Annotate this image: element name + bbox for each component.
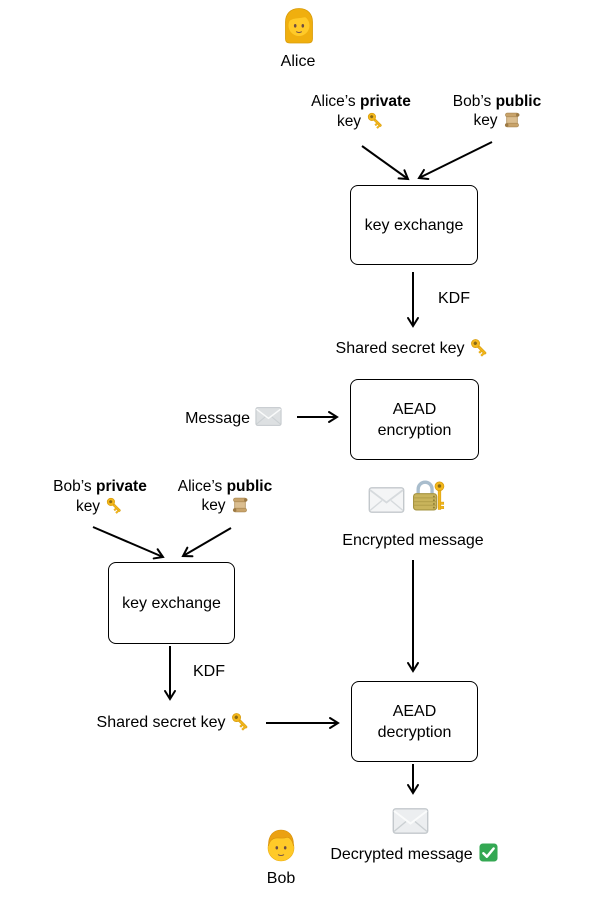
key-icon xyxy=(106,497,121,514)
kdf-top-label: KDF xyxy=(438,290,470,307)
woman-icon xyxy=(285,8,313,44)
key-owner: Alice’s xyxy=(177,478,223,495)
key-noun: key xyxy=(201,497,226,514)
message-label: Message xyxy=(160,407,282,429)
key-icon xyxy=(232,713,248,731)
arrow-bob-public-to-keyexchange xyxy=(417,141,493,180)
key-visibility: private xyxy=(95,478,147,495)
bob-name: Bob xyxy=(266,870,296,887)
key-icon xyxy=(471,339,487,357)
key-noun: key xyxy=(473,112,498,129)
scroll-icon xyxy=(232,497,248,513)
envelope-icon xyxy=(392,808,429,834)
key-exchange-bottom-label: key exchange xyxy=(122,594,221,612)
key-noun: key xyxy=(336,113,362,130)
shared-secret-top-label: Shared secret key xyxy=(313,337,513,359)
man-icon xyxy=(267,829,295,862)
key-exchange-top-box: key exchange xyxy=(350,185,478,265)
key-owner: Bob’s xyxy=(53,478,92,495)
kdf-bottom-label: KDF xyxy=(193,663,225,680)
key-noun: key xyxy=(75,498,101,515)
label-bob-public-key: Bob’s public key xyxy=(435,92,559,130)
key-exchange-top-label: key exchange xyxy=(364,216,464,234)
arrow-bob-private-to-keyexchange xyxy=(92,526,165,560)
arrow-alice-public-to-keyexchange xyxy=(181,527,232,558)
encrypted-message-label: Encrypted message xyxy=(342,532,484,549)
key-owner: Alice’s xyxy=(311,93,356,110)
locked-with-key-icon xyxy=(412,480,445,511)
label-alice-public-key: Alice’s public key xyxy=(163,477,287,515)
key-visibility: public xyxy=(226,478,273,495)
key-owner: Bob’s xyxy=(452,93,492,110)
scroll-icon xyxy=(504,112,520,128)
key-exchange-bottom-box: key exchange xyxy=(108,562,235,644)
key-visibility: private xyxy=(359,93,411,110)
shared-secret-bottom-label: Shared secret key xyxy=(74,711,274,733)
check-mark-icon xyxy=(479,843,498,862)
alice-name: Alice xyxy=(280,53,316,70)
key-visibility: public xyxy=(495,93,542,110)
key-icon xyxy=(367,112,382,129)
decrypted-message-label: Decrypted message xyxy=(308,843,520,865)
label-bob-private-key: Bob’s private key xyxy=(38,477,162,516)
envelope-icon xyxy=(255,407,282,426)
label-alice-private-key: Alice’s private key xyxy=(299,92,423,131)
arrow-alice-private-to-keyexchange xyxy=(361,145,410,181)
envelope-icon xyxy=(368,487,405,513)
